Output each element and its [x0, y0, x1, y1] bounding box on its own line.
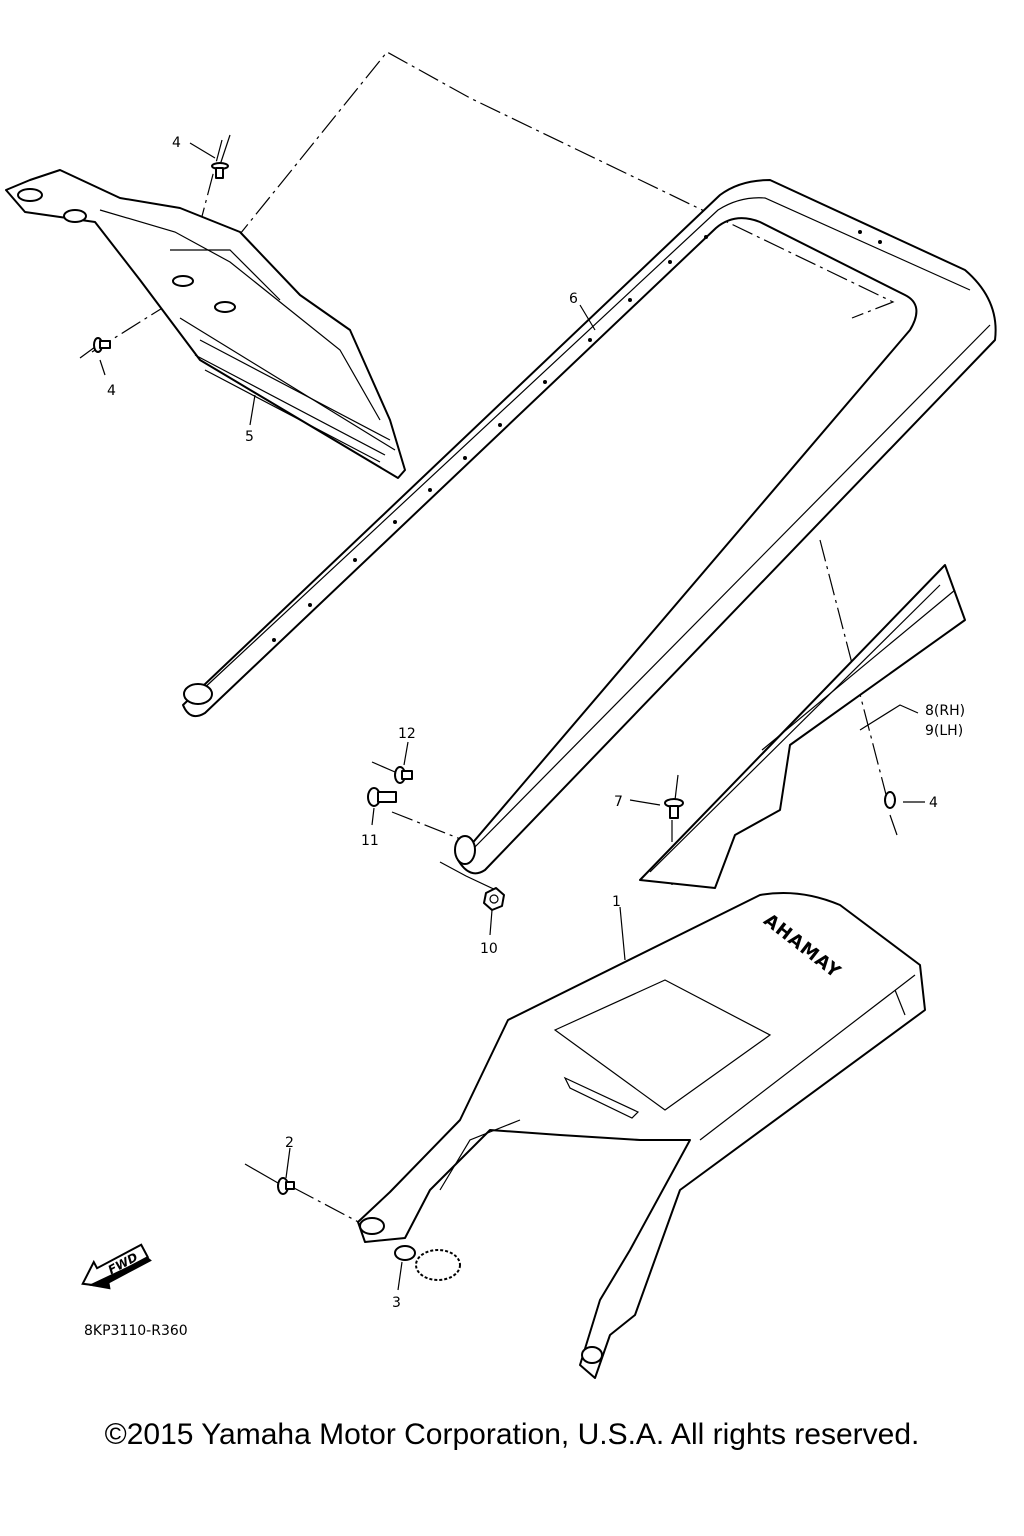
rail-part: [182, 179, 997, 875]
grommet-3: [394, 1245, 461, 1281]
diagram-code: 8KP3110-R360: [84, 1323, 188, 1339]
callout-9-lh: 9(LH): [925, 723, 963, 739]
callout-4-top: 4: [172, 135, 181, 151]
callout-4-right: 4: [929, 795, 938, 811]
fwd-arrow-icon: FWD: [81, 1243, 152, 1290]
rivet-12: [371, 761, 413, 784]
rivet-4a: [211, 134, 231, 179]
rivet-4b: [79, 337, 111, 359]
seat-part: YAMAHA: [357, 891, 926, 1379]
leader-lines: [99, 142, 925, 1291]
callout-1: 1: [612, 894, 621, 910]
rear-bracket-part: [5, 169, 406, 479]
callout-11: 11: [361, 833, 379, 849]
nut-10: [483, 887, 505, 911]
callout-12: 12: [398, 726, 416, 742]
rivet-7: [664, 774, 684, 819]
rivet-2: [244, 1163, 295, 1195]
callout-10: 10: [480, 941, 498, 957]
callout-3: 3: [392, 1295, 401, 1311]
callout-6: 6: [569, 291, 578, 307]
callout-4-left: 4: [107, 383, 116, 399]
callout-2: 2: [285, 1135, 294, 1151]
rail-holes: [272, 230, 882, 642]
callout-8-rh: 8(RH): [925, 703, 965, 719]
callouts: 4 4 5 6 8(RH) 9(LH) 12 11 7 4 10 1 2 3: [107, 135, 965, 1311]
side-trim-part: [639, 564, 966, 889]
callout-5: 5: [245, 429, 254, 445]
screw-11: [367, 787, 397, 807]
callout-7: 7: [614, 794, 623, 810]
copyright-notice: ©2015 Yamaha Motor Corporation, U.S.A. A…: [104, 1418, 920, 1451]
rivet-4c: [884, 791, 898, 836]
